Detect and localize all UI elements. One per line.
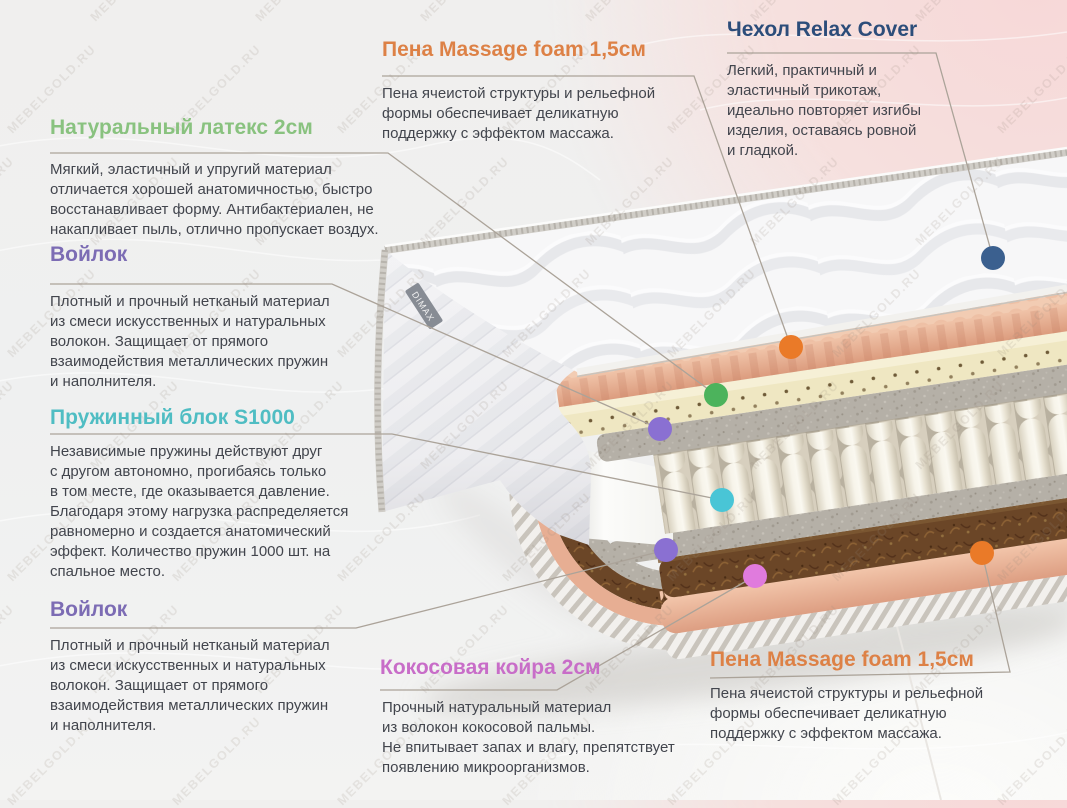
- callout-title-foam-bottom: Пена Massage foam 1,5см: [710, 648, 974, 671]
- callout-title-felt-top: Войлок: [50, 243, 128, 266]
- layer-dot-foam-bottom: [970, 541, 994, 565]
- layer-felt-top: [596, 337, 1067, 462]
- layer-dot-foam-top: [779, 335, 803, 359]
- callout-body-coir: Прочный натуральный материал из волокон …: [382, 699, 675, 776]
- callout-body-cover: Легкий, практичный и эластичный трикотаж…: [727, 62, 921, 159]
- layer-dot-felt-bottom: [654, 538, 678, 562]
- upper-layers: [544, 266, 1067, 534]
- layer-coir: [659, 468, 1067, 598]
- callout-line-cover: [727, 52, 994, 259]
- layer-dot-felt-top: [648, 417, 672, 441]
- callout-title-cover: Чехол Relax Cover: [727, 18, 918, 41]
- layer-dot-springs: [710, 488, 734, 512]
- callout-body-foam-top: Пена ячеистой структуры и рельефной форм…: [382, 85, 656, 142]
- callout-body-springs: Независимые пружины действуют друг с дру…: [50, 443, 349, 580]
- callout-body-foam-bottom: Пена ячеистой структуры и рельефной форм…: [710, 685, 984, 742]
- callout-line-foam-bottom: [709, 552, 1011, 679]
- layer-dots: [648, 246, 1005, 588]
- callout-title-springs: Пружинный блок S1000: [50, 406, 295, 429]
- cover-hem-line: [576, 291, 1067, 378]
- layer-dot-latex: [704, 383, 728, 407]
- callout-title-latex: Натуральный латекс 2см: [50, 116, 313, 139]
- callout-title-felt-bottom: Войлок: [50, 598, 128, 621]
- callout-line-coir: [380, 575, 756, 691]
- layer-springs: [653, 365, 1067, 534]
- callout-title-coir: Кокосовая койра 2см: [380, 656, 601, 679]
- cover-braid-corner-texture: [374, 249, 388, 513]
- callout-line-felt-bottom: [50, 549, 667, 629]
- layer-border-tape: [665, 543, 1067, 660]
- callout-title-foam-top: Пена Massage foam 1,5см: [382, 38, 646, 61]
- callout-lines: [50, 52, 1011, 691]
- callout-line-latex: [50, 152, 717, 396]
- layer-dot-cover: [981, 246, 1005, 270]
- cover-hem: [576, 284, 1067, 376]
- callout-line-felt-top: [50, 283, 661, 430]
- cover-braid-highlight: [384, 146, 1067, 248]
- layer-dot-coir: [743, 564, 767, 588]
- layer-foam-bottom: [660, 508, 1067, 634]
- callout-line-springs: [50, 433, 723, 501]
- layer-foam-top-ridges: [555, 280, 1067, 408]
- cover-braid-far: [384, 148, 1067, 254]
- layer-felt-bottom: [607, 444, 1067, 566]
- background-contours: [0, 31, 1067, 761]
- layer-coir-edge: [657, 466, 1067, 564]
- callout-line-foam-top: [382, 75, 792, 348]
- spring-box-side: [581, 449, 673, 546]
- callout-body-felt-top: Плотный и прочный нетканый материал из с…: [50, 293, 330, 390]
- callout-body-felt-bottom: Плотный и прочный нетканый материал из с…: [50, 637, 330, 734]
- layer-latex-holes: [548, 314, 1067, 440]
- callout-body-latex: Мягкий, эластичный и упругий материал от…: [50, 161, 379, 238]
